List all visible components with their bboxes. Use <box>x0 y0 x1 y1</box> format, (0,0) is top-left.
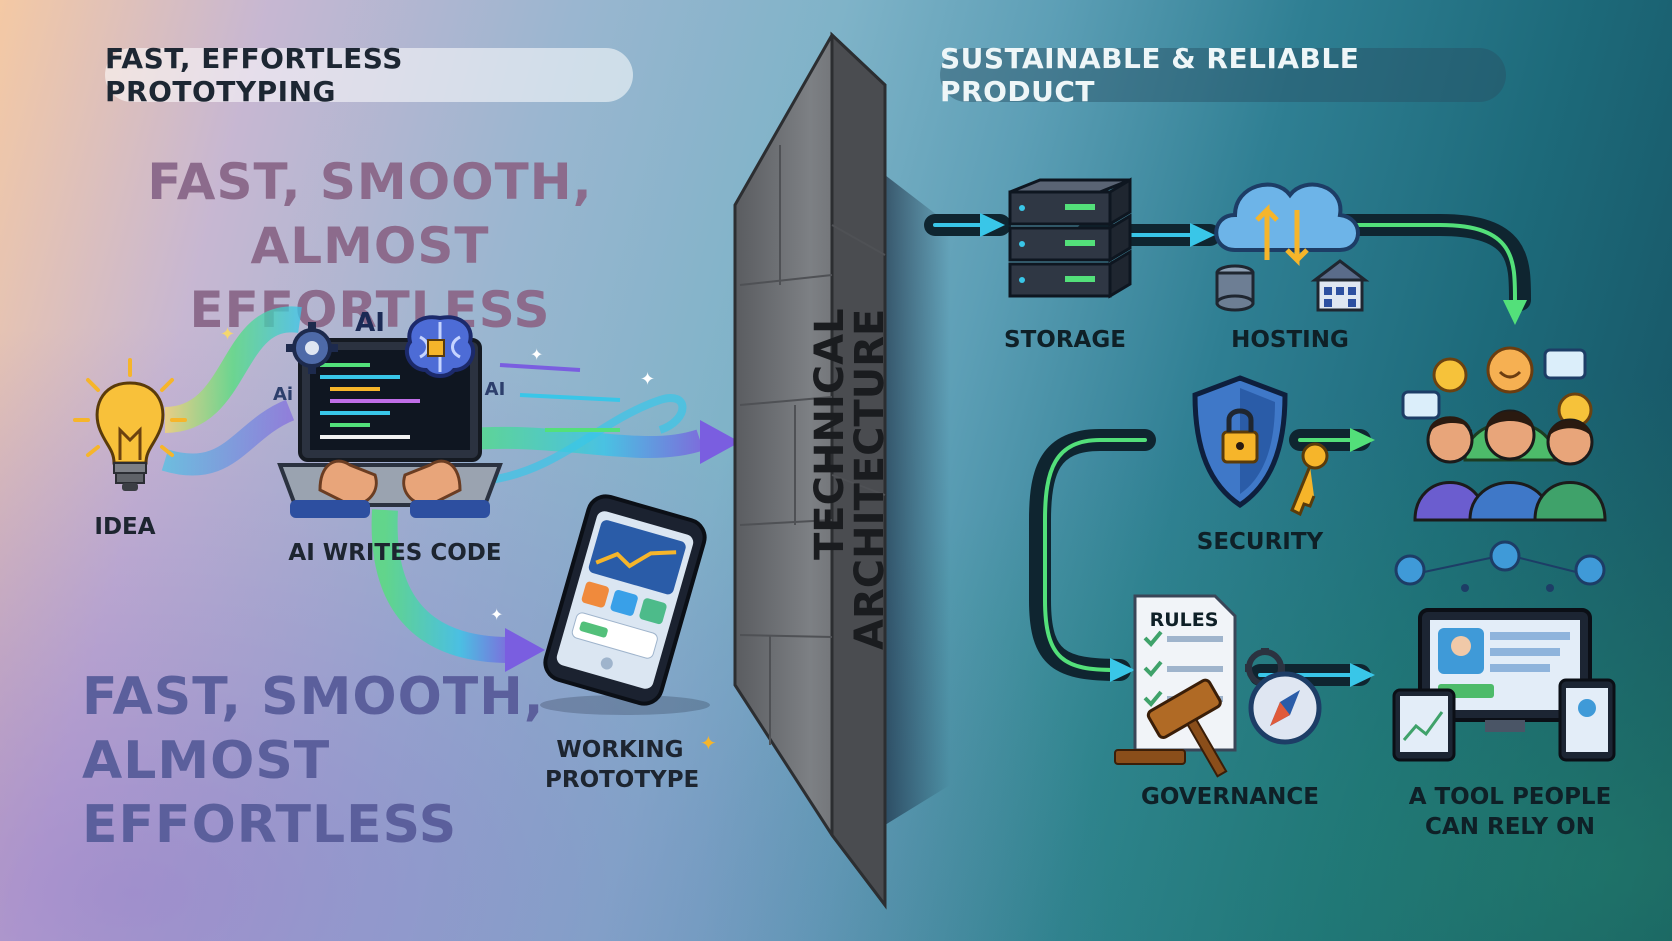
svg-text:✦: ✦ <box>490 605 503 624</box>
slogan-top-line-2: ALMOST EFFORTLESS <box>189 217 551 339</box>
wall-label-line-2: ARCHITECTURE <box>847 309 893 650</box>
idea-label: IDEA <box>94 514 156 540</box>
slogan-bottom: FAST, SMOOTH, ALMOST EFFORTLESS <box>60 665 560 857</box>
server-icon <box>1008 177 1132 299</box>
slogan-top-line-1: FAST, SMOOTH, <box>147 153 593 211</box>
technical-architecture-wall <box>733 31 950 910</box>
working-prototype-label: WORKING PROTOTYPE <box>545 735 700 795</box>
wall-label-line-1: TECHNICAL <box>807 308 853 560</box>
ai-badge: AI <box>355 308 385 338</box>
phone-icon <box>540 494 710 715</box>
tool-label-line-2: CAN RELY ON <box>1425 814 1595 840</box>
cloud-icon <box>1214 182 1360 312</box>
svg-text:✦: ✦ <box>220 324 235 345</box>
svg-text:✦: ✦ <box>530 345 543 364</box>
lightbulb-icon <box>73 358 187 491</box>
slogan-bottom-line-1: FAST, SMOOTH, <box>82 667 545 727</box>
svg-text:✦: ✦ <box>640 369 655 390</box>
security-label: SECURITY <box>1196 529 1324 555</box>
gear-icon <box>286 322 338 374</box>
ai-side-left: Ai <box>272 384 294 405</box>
ai-writes-code-label: AI WRITES CODE <box>288 540 502 566</box>
slogan-bottom-line-2: ALMOST EFFORTLESS <box>82 731 458 855</box>
key-icon <box>1290 442 1329 517</box>
shield-icon <box>1192 375 1288 509</box>
hosting-label: HOSTING <box>1231 327 1349 353</box>
ai-side-right: AI <box>484 379 506 400</box>
monitor-icon <box>1392 540 1616 762</box>
wall-label: TECHNICAL ARCHITECTURE <box>795 150 895 670</box>
left-header-text: FAST, EFFORTLESS PROTOTYPING <box>105 42 403 108</box>
slogan-top: FAST, SMOOTH, ALMOST EFFORTLESS <box>100 150 640 342</box>
working-prototype-line-1: WORKING <box>556 737 684 763</box>
tool-label-line-1: A TOOL PEOPLE <box>1408 784 1612 810</box>
governance-label: GOVERNANCE <box>1141 784 1319 810</box>
storage-label: STORAGE <box>1004 327 1126 353</box>
right-header-pill: SUSTAINABLE & RELIABLE PRODUCT <box>940 42 1506 108</box>
right-header-text: SUSTAINABLE & RELIABLE PRODUCT <box>940 42 1360 108</box>
building-icon <box>1310 259 1370 312</box>
rules-label: RULES <box>1149 609 1219 631</box>
left-header-pill: FAST, EFFORTLESS PROTOTYPING <box>105 42 633 108</box>
brain-icon <box>404 315 476 378</box>
tool-label: A TOOL PEOPLE CAN RELY ON <box>1390 782 1630 842</box>
working-prototype-line-2: PROTOTYPE <box>545 767 700 793</box>
people-icon <box>1401 346 1607 522</box>
svg-text:✦: ✦ <box>700 731 717 755</box>
governance-icon <box>1114 594 1322 778</box>
